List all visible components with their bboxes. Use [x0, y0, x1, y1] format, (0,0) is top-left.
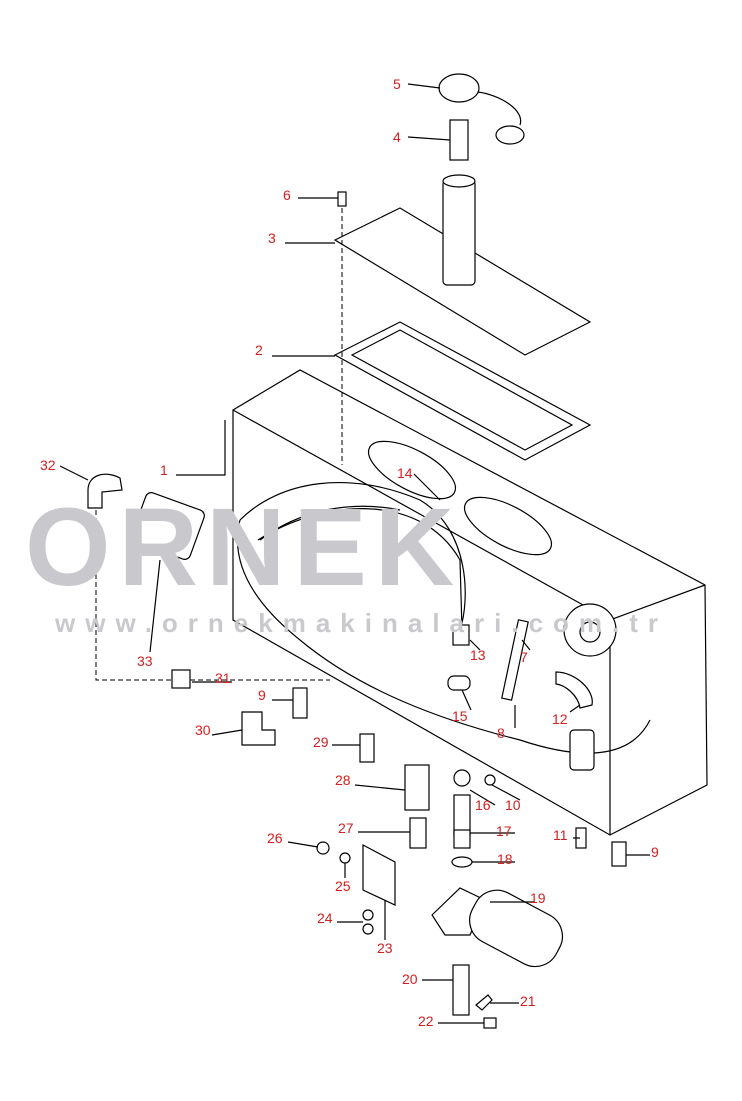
strainer: [449, 119, 469, 161]
callout-3: 3: [268, 230, 276, 246]
watermark-brand: ORNEK: [25, 486, 462, 609]
lower-fittings: [171, 619, 627, 1029]
callout-31: 31: [215, 670, 231, 686]
callout-28: 28: [335, 772, 351, 788]
callout-13: 13: [470, 647, 486, 663]
callout-8: 8: [497, 725, 505, 741]
return-filter: [469, 889, 564, 968]
leader-lines: [59, 83, 650, 1024]
filler-neck: [442, 179, 476, 286]
callout-1: 1: [160, 462, 168, 478]
callout-23: 23: [377, 940, 393, 956]
callout-5: 5: [393, 76, 401, 92]
suction-filter: [131, 492, 205, 560]
callout-20: 20: [402, 971, 418, 987]
callout-2: 2: [255, 342, 263, 358]
callout-7: 7: [520, 649, 528, 665]
callout-32: 32: [40, 457, 56, 473]
gasket: [333, 321, 592, 461]
callout-15: 15: [452, 708, 468, 724]
watermark-url: www.ornekmakinalari.com.tr: [54, 608, 668, 638]
callout-10: 11: [553, 827, 568, 843]
bracket: [362, 844, 396, 906]
callout-17: 17: [496, 823, 512, 839]
callout-16: 16: [475, 797, 491, 813]
callout-26: 26: [267, 830, 283, 846]
hose: [257, 508, 463, 631]
callout-27: 27: [338, 820, 354, 836]
callout-19: 19: [530, 890, 546, 906]
callout-24: 24: [317, 910, 333, 926]
callout-9: 9: [258, 687, 266, 703]
callout-25: 25: [335, 878, 351, 894]
callout-22: 22: [418, 1013, 434, 1029]
callout-11: 10: [505, 797, 521, 813]
filler-cap: [438, 73, 480, 103]
callout-30: 30: [195, 722, 211, 738]
callout-4: 4: [393, 129, 401, 145]
callout-18: 18: [497, 851, 513, 867]
callout-21: 21: [520, 993, 536, 1009]
callout-29: 29: [313, 734, 329, 750]
callout-12: 12: [552, 711, 568, 727]
callout-33: 33: [137, 653, 153, 669]
hydraulic-tank: [232, 369, 708, 836]
elbow-fitting: [87, 473, 123, 509]
callout-6: 6: [283, 187, 291, 203]
callout-9b: 9: [651, 844, 659, 860]
callout-14: 14: [397, 465, 413, 481]
